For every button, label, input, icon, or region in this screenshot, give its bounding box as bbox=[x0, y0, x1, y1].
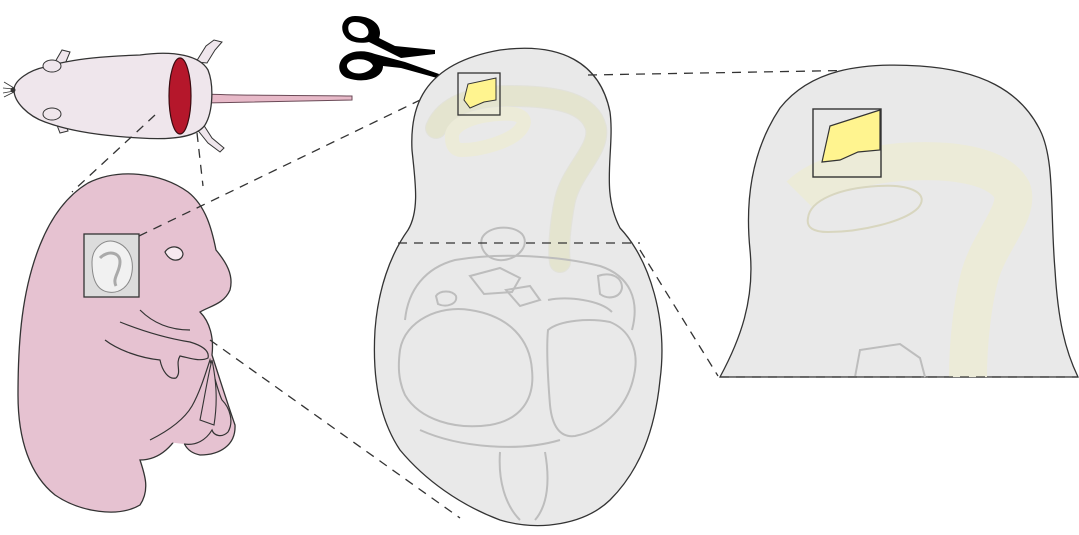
mouse-hind-leg-top bbox=[196, 40, 222, 63]
abdominal-incision bbox=[169, 58, 191, 134]
mouse-ear-top bbox=[43, 60, 61, 72]
section-zoom bbox=[720, 65, 1078, 377]
adult-mouse bbox=[3, 40, 352, 152]
mouse-tail bbox=[205, 94, 352, 103]
embryo bbox=[18, 174, 235, 512]
mouse-ear-bottom bbox=[43, 108, 61, 120]
embryo-section bbox=[374, 48, 662, 525]
embryo-brain-miniature bbox=[92, 241, 132, 292]
scissors-icon bbox=[339, 16, 439, 80]
